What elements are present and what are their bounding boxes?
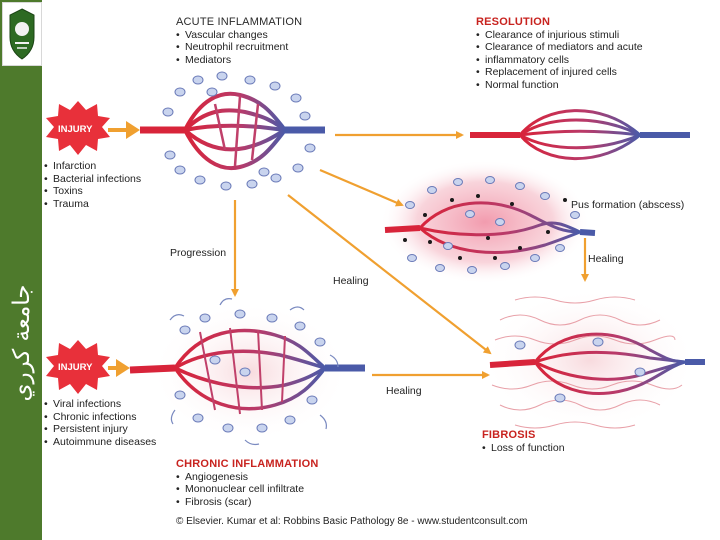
resolution-item-continued: inflammatory cells [476,54,643,67]
injury-cause-item: Viral infections [44,398,156,411]
injury-label-top: INJURY [58,124,93,135]
injury-cause-item: Autoimmune diseases [44,436,156,449]
resolution-vessel-network [470,109,690,161]
injury-cause-item: Infarction [44,160,141,173]
chronic-item: Angiogenesis [176,471,319,484]
acute-item: Mediators [176,54,302,67]
abscess-vessel-network [380,160,596,284]
chronic-item: Mononuclear cell infiltrate [176,483,319,496]
injury-cause-item: Toxins [44,185,141,198]
injury-cause-item: Chronic infections [44,411,156,424]
resolution-item: Clearance of mediators and acute [476,41,643,54]
injury-burst-bottom [46,340,110,394]
copyright-credit: © Elsevier. Kumar et al: Robbins Basic P… [176,516,528,527]
injury-arrow-top [108,121,140,139]
resolution-item-continued-text: inflammatory cells [485,53,570,66]
chronic-item: Fibrosis (scar) [176,496,319,509]
acute-block: ACUTE INFLAMMATION Vascular changes Neut… [176,16,302,66]
resolution-title: RESOLUTION [476,16,551,28]
sidebar: جامعة كرري [0,0,42,540]
healing-label-middle: Healing [333,275,369,287]
injury-causes-bottom: Viral infections Chronic infections Pers… [44,398,156,448]
resolution-item: Clearance of injurious stimuli [476,29,643,42]
fibrosis-block: FIBROSIS Loss of function [482,429,565,454]
pus-formation-label: Pus formation (abscess) [571,199,685,211]
injury-label-bottom: INJURY [58,362,93,373]
injury-cause-item: Bacterial infections [44,173,141,186]
injury-burst-top [46,101,110,155]
fibrosis-item: Loss of function [482,442,565,455]
chronic-vessel-network [129,298,365,446]
flow-arrows [231,131,589,379]
chronic-block: CHRONIC INFLAMMATION Angiogenesis Mononu… [176,458,319,508]
acute-vessel-network [140,71,325,191]
injury-cause-item: Trauma [44,198,141,211]
acute-item: Neutrophil recruitment [176,41,302,54]
acute-item: Vascular changes [176,29,302,42]
university-logo [2,2,42,66]
resolution-item: Replacement of injured cells [476,66,643,79]
fibrosis-vessel-network [482,288,705,432]
resolution-block: RESOLUTION Clearance of injurious stimul… [476,16,643,91]
healing-label-bottom: Healing [386,385,422,397]
injury-arrow-bottom [108,359,130,377]
resolution-item: Normal function [476,79,643,92]
healing-label-right: Healing [588,253,624,265]
injury-cause-item: Persistent injury [44,423,156,436]
progression-label: Progression [170,247,227,259]
acute-title: ACUTE INFLAMMATION [176,16,303,28]
fibrosis-title: FIBROSIS [482,429,536,441]
chronic-title: CHRONIC INFLAMMATION [176,458,319,470]
injury-causes-top: Infarction Bacterial infections Toxins T… [44,160,141,210]
